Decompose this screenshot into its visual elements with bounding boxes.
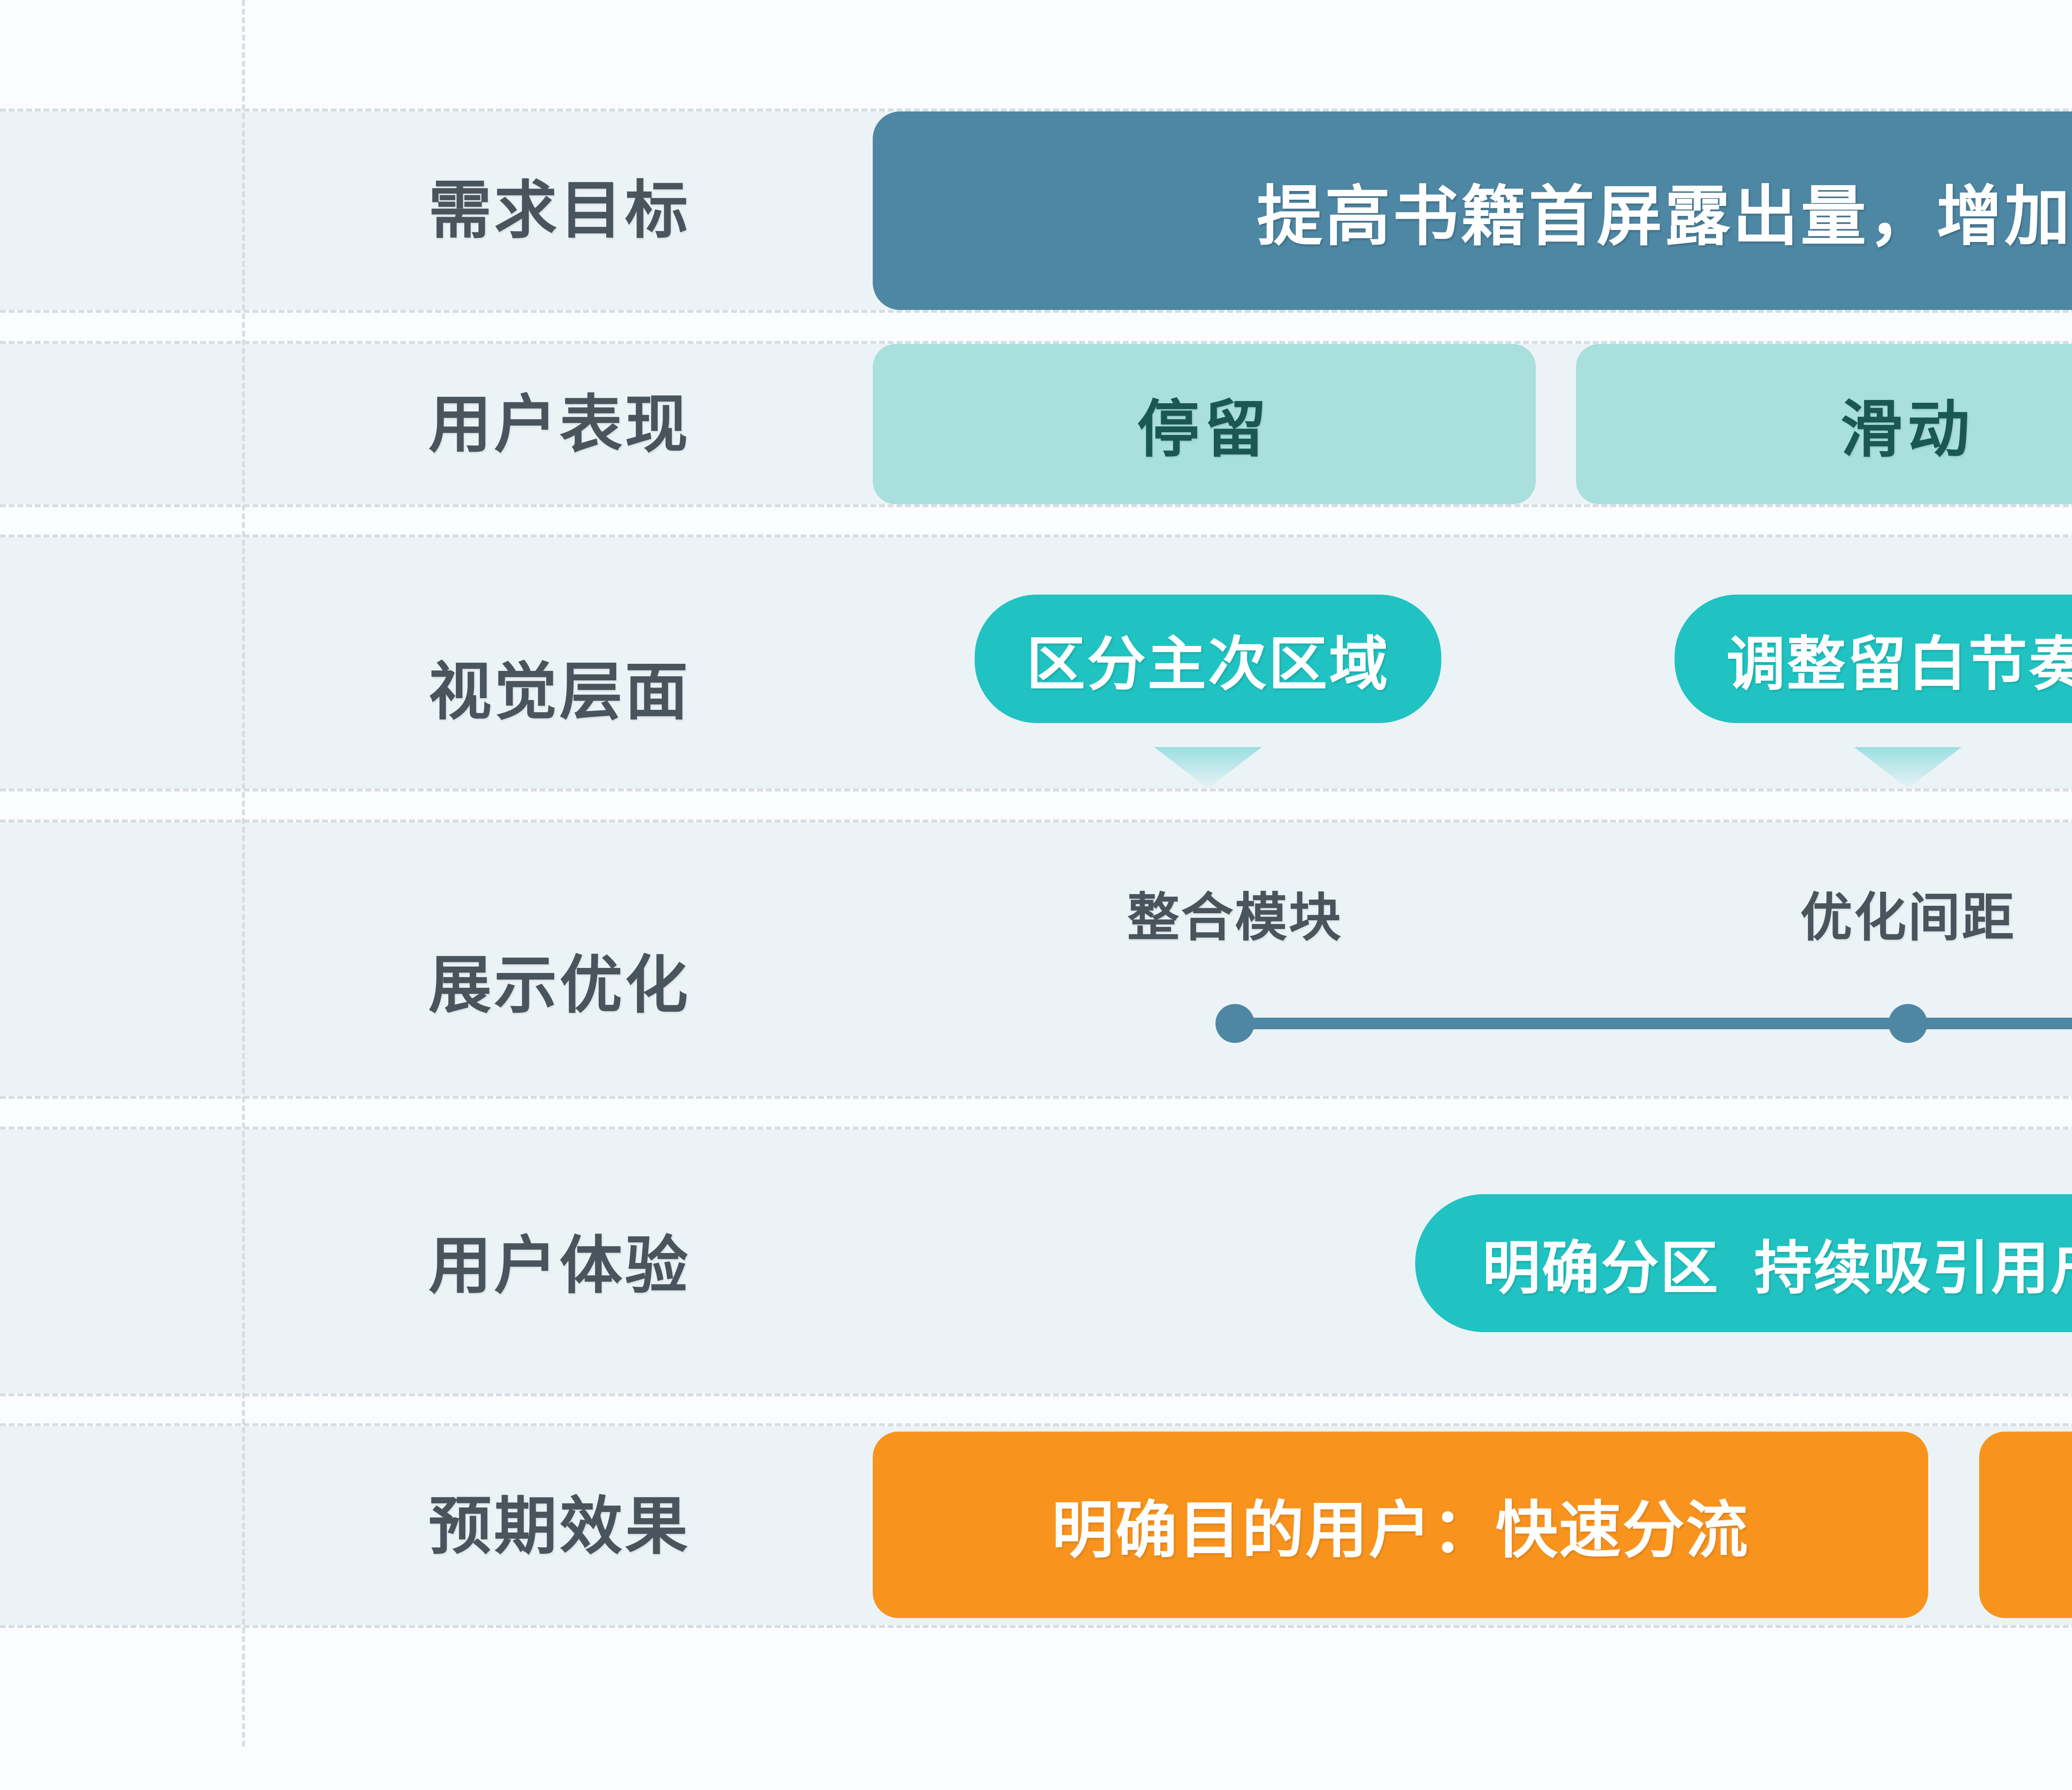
goal-banner: 提高书籍首屏露出量，增加第2、3屏浏览量 — [873, 111, 2072, 310]
gutter-strip-1 — [0, 310, 2072, 344]
timeline-line — [1235, 1018, 2072, 1029]
row-label-goal: 需求目标 — [428, 175, 690, 246]
row-label-user-experience: 用户体验 — [428, 1231, 690, 1301]
chevron-down-icon — [1154, 747, 1262, 789]
gutter-strip-5 — [0, 1393, 2072, 1426]
vertical-dashed-line-left — [242, 0, 245, 1746]
row-label-expected-effect: 预期效果 — [428, 1491, 690, 1562]
behavior-box-slide: 滑动 — [1576, 344, 2072, 504]
effect-box-ordinary-users: 普通用户：有兴趣下滑浏览 — [1979, 1432, 2072, 1618]
row-label-visual-level: 视觉层面 — [428, 657, 690, 727]
row-label-user-behavior: 用户表现 — [428, 389, 690, 460]
chevron-down-icon — [1854, 747, 1962, 789]
effect-box-targeted-users: 明确目的用户：快速分流 — [873, 1432, 1928, 1618]
goal-banner-text: 提高书籍首屏露出量，增加第2、3屏浏览量 — [1257, 180, 2072, 253]
timeline-dot-2 — [1888, 1004, 1927, 1043]
row-label-display-optimization: 展示优化 — [428, 950, 690, 1021]
timeline-dot-1 — [1215, 1004, 1254, 1043]
experience-pill: 明确分区 持续吸引用户下滑浏览 — [1415, 1194, 2072, 1332]
gutter-strip-2 — [0, 504, 2072, 537]
milestone-label-optimize-spacing: 优化间距 — [1800, 888, 2016, 947]
gutter-strip-4 — [0, 1096, 2072, 1130]
gutter-strip-bottom — [0, 1625, 2072, 1790]
gutter-strip-top — [0, 0, 2072, 111]
behavior-box-stay: 停留 — [873, 344, 1536, 504]
visual-pill-zones: 区分主次区域 — [975, 595, 1441, 723]
milestone-label-integrate-modules: 整合模块 — [1127, 888, 1343, 947]
gutter-strip-3 — [0, 789, 2072, 822]
visual-pill-whitespace: 调整留白节奏 — [1675, 595, 2072, 723]
